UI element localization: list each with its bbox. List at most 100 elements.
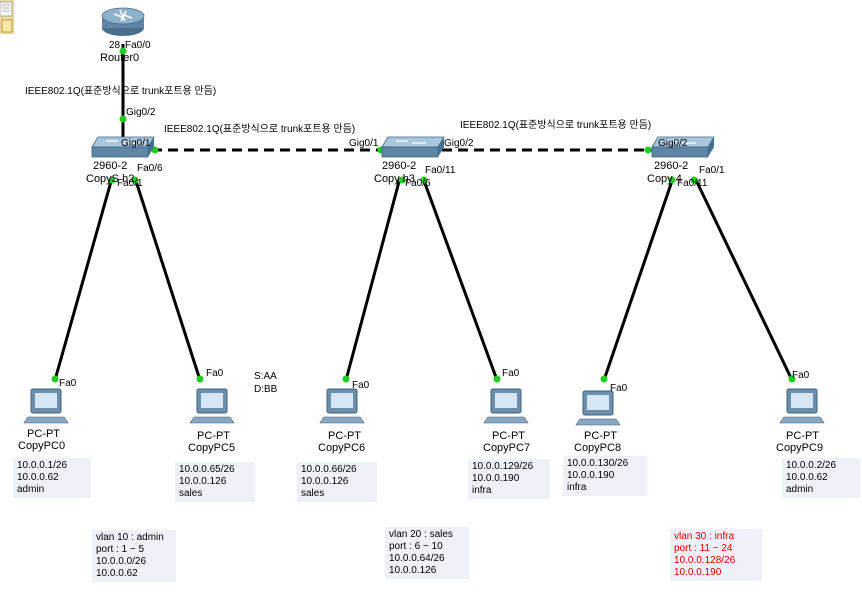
pc5-vlan: sales (179, 488, 203, 499)
link-switch4-pc8[interactable] (602, 177, 675, 381)
pc8-ip: 10.0.0.130/26 (567, 458, 629, 469)
switch2-model-label: 2960-2 (93, 160, 128, 172)
pc8-vlan: infra (567, 482, 587, 493)
pc7-name-label[interactable]: CopyPC7 (483, 442, 531, 454)
note-icon[interactable] (0, 0, 14, 34)
pc7-ip: 10.0.0.129/26 (472, 461, 534, 472)
pc7-icon[interactable] (483, 388, 529, 424)
router-icon[interactable] (101, 7, 145, 36)
vlan20-note: vlan 20 : sales port : 6 ~ 10 10.0.0.64/… (385, 527, 469, 579)
switch4-name-label[interactable]: Copy 4 (647, 173, 682, 185)
links (53, 44, 794, 381)
router-model-label: 28 (109, 40, 121, 51)
vlan30-title: vlan 30 : infra (674, 531, 735, 542)
link-switch2-pc0[interactable] (53, 177, 114, 381)
port-dots (51, 47, 796, 383)
pc8-icon[interactable] (575, 390, 621, 426)
switch2-port-fa06: Fa0/6 (137, 163, 163, 174)
switch3-model-label: 2960-2 (382, 160, 417, 172)
vlan30-ports: port : 11 ~ 24 (674, 543, 733, 554)
pc0-port-label: Fa0 (59, 378, 77, 389)
pc7-gateway: 10.0.0.190 (472, 473, 520, 484)
pc0-ip: 10.0.0.1/26 (17, 460, 68, 471)
switch4-model-label: 2960-2 (654, 160, 689, 172)
switch2-name-label[interactable]: CopyS h2 (86, 173, 135, 185)
vlan30-note: vlan 30 : infra port : 11 ~ 24 10.0.0.12… (670, 529, 762, 581)
destination-address-label: D:BB (254, 384, 278, 395)
link-switch3-pc7[interactable] (421, 177, 499, 381)
pc7-vlan: infra (472, 485, 492, 496)
link-switch3-pc6[interactable] (344, 177, 402, 381)
pc6-ip: 10.0.0.66/26 (301, 464, 357, 475)
pc8-config-note: 10.0.0.130/26 10.0.0.190 infra (563, 456, 647, 496)
pc5-ip: 10.0.0.65/26 (179, 464, 235, 475)
pc5-name-label[interactable]: CopyPC5 (188, 442, 236, 454)
switch2-port-gig01: Gig0/1 (121, 138, 151, 149)
pc8-name-label[interactable]: CopyPC8 (574, 442, 622, 454)
vlan30-gateway: 10.0.0.190 (674, 567, 722, 578)
pc6-vlan: sales (301, 488, 325, 499)
switch2-port-fa01: Fa0/1 (117, 178, 143, 189)
switch4-port-fa011: Fa0/11 (677, 178, 708, 189)
link-switch4-pc9[interactable] (693, 177, 794, 381)
vlan20-ports: port : 6 ~ 10 (389, 541, 443, 552)
pc6-name-label[interactable]: CopyPC6 (318, 442, 366, 454)
pc9-type-label: PC-PT (786, 430, 819, 442)
pc7-type-label: PC-PT (492, 430, 525, 442)
vlan10-gateway: 10.0.0.62 (96, 568, 138, 579)
switch3-name-label[interactable]: Copy h3 (374, 173, 415, 185)
trunk-annotation-mid2: IEEE802.1Q(표준방식으로 trunk포트용 만듬) (460, 120, 652, 131)
trunk-annotation-mid1: IEEE802.1Q(표준방식으로 trunk포트용 만듬) (164, 124, 356, 135)
pc7-config-note: 10.0.0.129/26 10.0.0.190 infra (468, 459, 550, 499)
pc9-config-note: 10.0.0.2/26 10.0.0.62 admin (782, 458, 860, 498)
switch4-icon[interactable] (651, 136, 715, 158)
source-address-label: S:AA (254, 371, 277, 382)
vlan20-network: 10.0.0.64/26 (389, 553, 445, 564)
pc5-gateway: 10.0.0.126 (179, 476, 227, 487)
pc0-type-label: PC-PT (27, 428, 60, 440)
pc7-port-label: Fa0 (502, 368, 520, 379)
switch2-port-gig02: Gig0/2 (126, 107, 156, 118)
pc0-gateway: 10.0.0.62 (17, 472, 59, 483)
trunk-annotation-top: IEEE802.1Q(표준방식으로 trunk포트용 만듬) (25, 86, 217, 97)
pc5-config-note: 10.0.0.65/26 10.0.0.126 sales (175, 462, 255, 502)
pc9-vlan: admin (786, 484, 814, 495)
pc0-vlan: admin (17, 484, 45, 495)
pc6-config-note: 10.0.0.66/26 10.0.0.126 sales (297, 462, 377, 502)
pc8-port-label: Fa0 (610, 383, 628, 394)
switch2-icon[interactable] (91, 136, 155, 158)
switch4-port-gig02: Gig0/2 (658, 138, 688, 149)
pc5-icon[interactable] (189, 388, 235, 424)
switch4-port-fa01: Fa0/1 (699, 165, 725, 176)
pc0-name-label[interactable]: CopyPC0 (18, 440, 66, 452)
switch3-icon[interactable] (381, 136, 445, 158)
link-switch2-pc5[interactable] (133, 177, 202, 381)
pc8-type-label: PC-PT (584, 430, 617, 442)
pc6-port-label: Fa0 (352, 380, 370, 391)
switch3-port-gig02: Gig0/2 (444, 138, 474, 149)
pc9-icon[interactable] (779, 388, 825, 424)
pc9-gateway: 10.0.0.62 (786, 472, 828, 483)
vlan10-note: vlan 10 : admin port : 1 ~ 5 10.0.0.0/26… (92, 530, 176, 582)
pc9-ip: 10.0.0.2/26 (786, 460, 837, 471)
pc0-config-note: 10.0.0.1/26 10.0.0.62 admin (13, 458, 91, 498)
pc5-type-label: PC-PT (197, 430, 230, 442)
pc9-name-label[interactable]: CopyPC9 (776, 442, 824, 454)
vlan10-ports: port : 1 ~ 5 (96, 544, 145, 555)
pc6-gateway: 10.0.0.126 (301, 476, 349, 487)
vlan30-network: 10.0.0.128/26 (674, 555, 736, 566)
router-port-label: Fa0/0 (125, 40, 151, 51)
switch3-port-gig01: Gig0/1 (349, 138, 379, 149)
pc6-type-label: PC-PT (328, 430, 361, 442)
vlan10-network: 10.0.0.0/26 (96, 556, 147, 567)
vlan20-gateway: 10.0.0.126 (389, 565, 437, 576)
pc6-icon[interactable] (319, 388, 365, 424)
pc8-gateway: 10.0.0.190 (567, 470, 615, 481)
pc5-port-label: Fa0 (206, 368, 224, 379)
pc0-icon[interactable] (23, 388, 69, 424)
vlan10-title: vlan 10 : admin (96, 532, 164, 543)
switch3-port-fa06: Fa0/6 (405, 178, 431, 189)
router-name-label[interactable]: Router0 (100, 52, 140, 64)
switch3-port-fa011: Fa0/11 (425, 165, 456, 176)
